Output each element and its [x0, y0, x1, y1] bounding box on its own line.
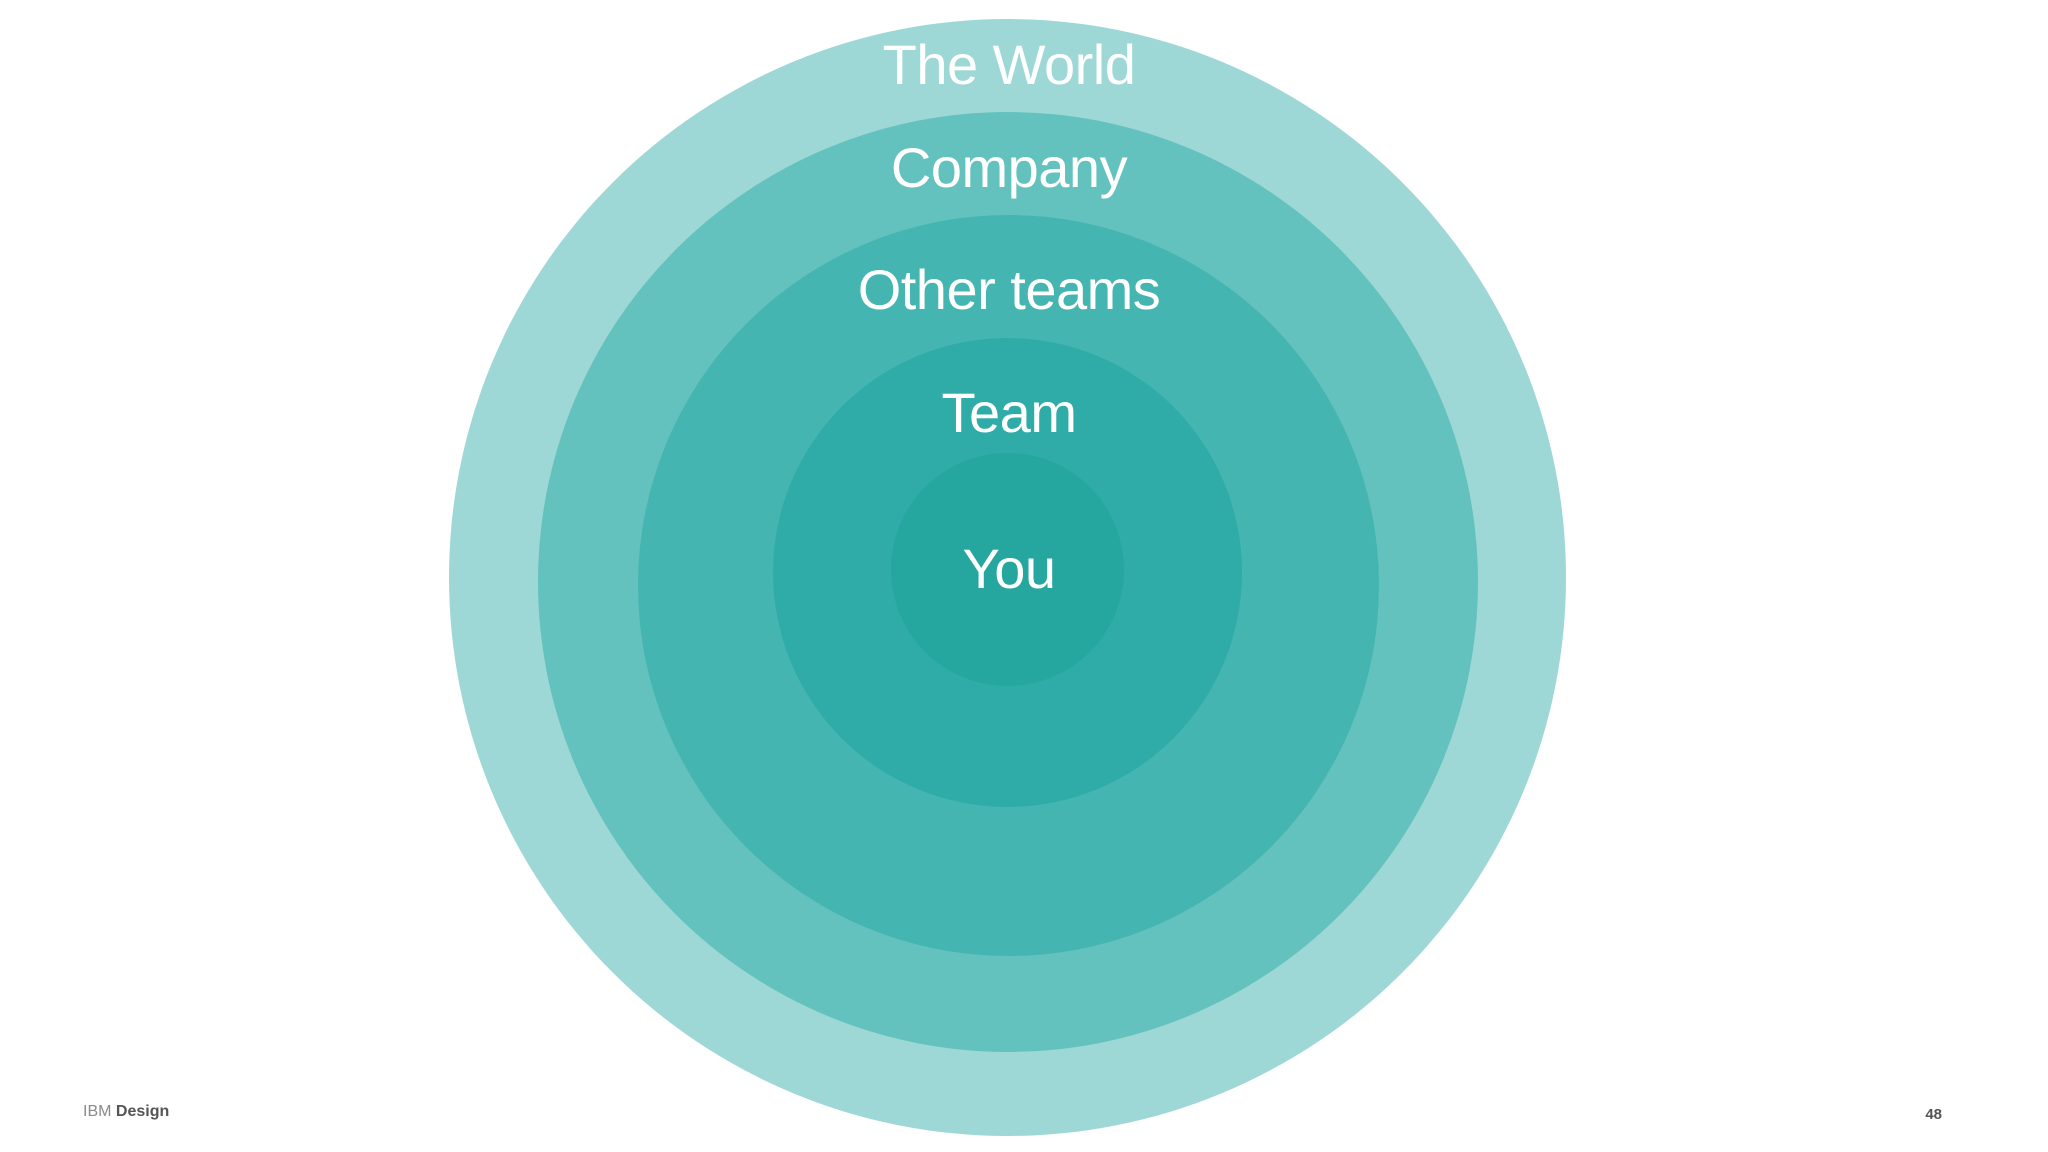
page-number: 48: [1925, 1106, 1942, 1123]
brand-design: Design: [115, 1103, 170, 1120]
label-the-world: The World: [882, 33, 1136, 96]
ring-you: [891, 453, 1124, 686]
label-team: Team: [941, 381, 1077, 444]
label-other-teams: Other teams: [857, 258, 1161, 321]
label-company: Company: [890, 136, 1128, 199]
label-you: You: [962, 537, 1057, 600]
footer-brand-logo: IBM Design: [83, 1103, 169, 1121]
brand-ibm: IBM: [83, 1103, 112, 1120]
